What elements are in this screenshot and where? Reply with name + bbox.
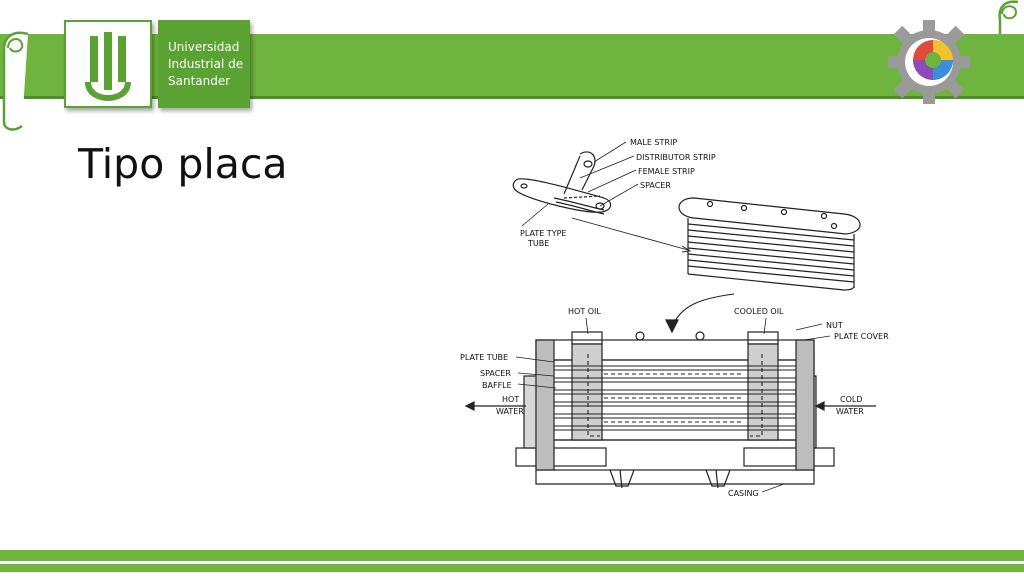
label-spacer: SPACER: [480, 369, 511, 378]
plate-tubes: [554, 365, 796, 431]
label-water-left: WATER: [496, 407, 524, 416]
slide-title: Tipo placa: [78, 140, 288, 188]
footer-bar-top: [0, 550, 1024, 561]
label-water-right: WATER: [836, 407, 864, 416]
scroll-curl-right: [998, 0, 1019, 34]
label-nut: NUT: [826, 321, 843, 330]
header-banner: [0, 34, 1024, 96]
label-leaders: [515, 141, 831, 493]
oil-flow-lines: [587, 354, 763, 437]
label-plate-tube: PLATE TUBE: [460, 353, 508, 362]
label-plate-type: PLATE TYPE: [520, 229, 566, 238]
label-male-strip: MALE STRIP: [630, 138, 677, 147]
label-plate-cover: PLATE COVER: [834, 332, 889, 341]
logo-line-1: Universidad: [168, 40, 240, 54]
label-distributor-strip: DISTRIBUTOR STRIP: [636, 153, 716, 162]
scroll-curl-left: [2, 31, 29, 131]
plate-type-tube-part: [512, 151, 612, 215]
label-casing: CASING: [728, 489, 759, 498]
label-hot-oil: HOT OIL: [568, 307, 601, 316]
header-banner-shadow: [0, 96, 1024, 99]
uis-logo-mark: [64, 20, 152, 108]
label-female-strip: FEMALE STRIP: [638, 167, 695, 176]
heat-exchanger-section: [515, 331, 835, 489]
logo-line-2: Industrial de: [168, 57, 244, 71]
uis-logo-text: Universidad Industrial de Santander: [158, 20, 250, 108]
gear-logo-icon: [888, 20, 970, 104]
label-spacer-top: SPACER: [640, 181, 671, 190]
plate-type-heat-exchanger-diagram: MALE STRIP DISTRIBUTOR STRIP FEMALE STRI…: [460, 138, 889, 498]
label-tube: TUBE: [527, 239, 549, 248]
uis-monogram-icon: [85, 32, 131, 102]
label-cooled-oil: COOLED OIL: [734, 307, 784, 316]
logo-line-3: Santander: [168, 74, 231, 88]
label-cold: COLD: [840, 395, 863, 404]
footer-bar-bottom: [0, 564, 1024, 572]
label-hot: HOT: [502, 395, 519, 404]
plate-stack-part: [678, 197, 861, 291]
label-baffle: BAFFLE: [482, 381, 512, 390]
